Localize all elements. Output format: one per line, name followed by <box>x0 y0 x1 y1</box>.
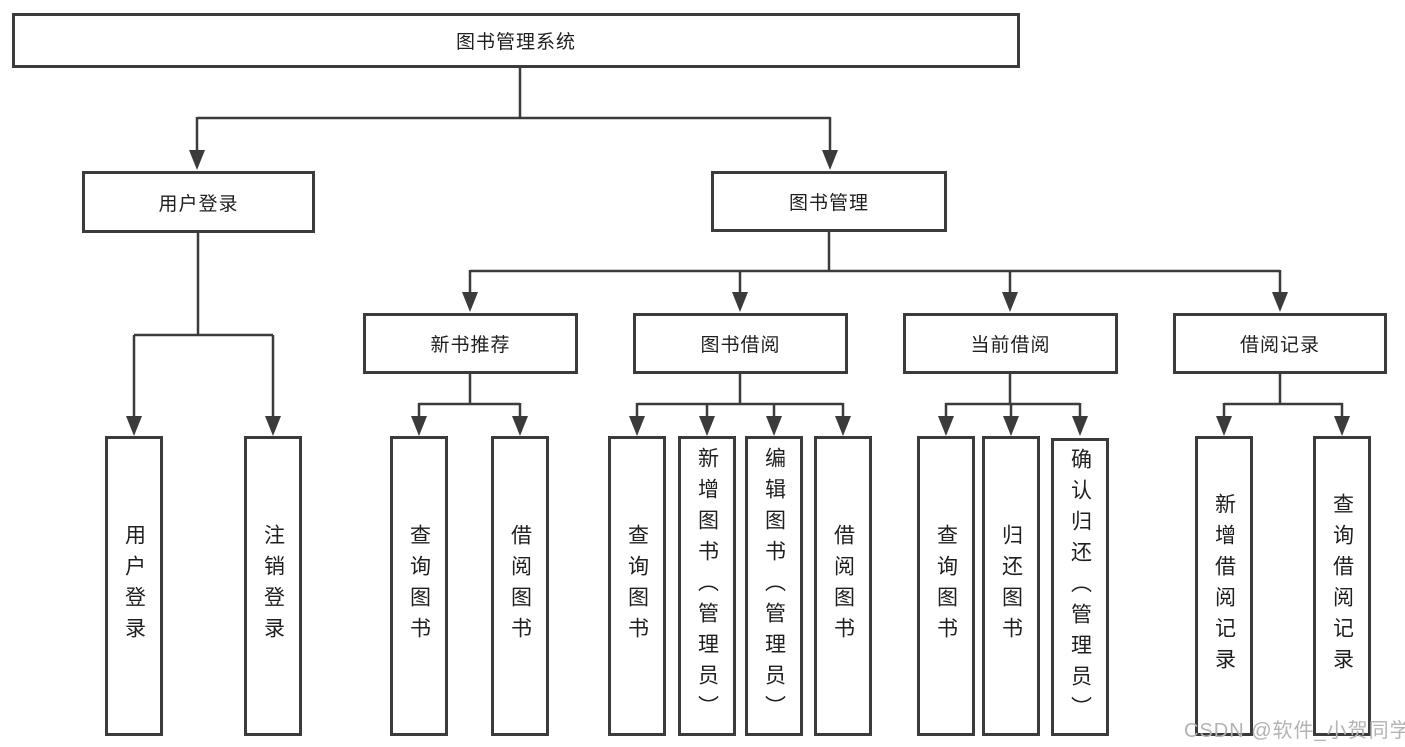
node-label: 编辑图书（管理员） <box>762 446 786 726</box>
leaf-edit-book-admin: 编辑图书（管理员） <box>745 436 803 736</box>
node-label: 新书推荐 <box>430 335 511 356</box>
node-book-management: 图书管理 <box>711 171 947 232</box>
node-label: 用户登录 <box>122 524 146 648</box>
leaf-add-borrow-record: 新增借阅记录 <box>1195 436 1253 736</box>
node-new-book-recommend: 新书推荐 <box>363 313 578 374</box>
node-label: 借阅图书 <box>508 524 532 648</box>
node-label: 查询借阅记录 <box>1330 493 1354 679</box>
leaf-confirm-return-admin: 确认归还（管理员） <box>1051 438 1109 736</box>
leaf-logout: 注销登录 <box>244 436 302 736</box>
node-label: 确认归还（管理员） <box>1068 447 1092 727</box>
node-label: 借阅图书 <box>831 524 855 648</box>
node-user-login: 用户登录 <box>82 171 315 233</box>
node-label: 图书借阅 <box>700 335 781 356</box>
node-current-borrowing: 当前借阅 <box>903 313 1118 374</box>
node-label: 注销登录 <box>261 524 285 648</box>
node-book-borrowing: 图书借阅 <box>633 313 848 374</box>
leaf-query-books-recommend: 查询图书 <box>390 436 448 736</box>
node-label: 图书管理 <box>788 193 869 214</box>
node-label: 查询图书 <box>407 524 431 648</box>
csdn-watermark: CSDN @软件_小贺同学 <box>1184 720 1405 742</box>
leaf-query-books-current: 查询图书 <box>917 436 975 736</box>
node-label: 查询图书 <box>934 524 958 648</box>
node-root-library-system: 图书管理系统 <box>12 13 1020 68</box>
arrowheads <box>126 150 1350 436</box>
leaf-query-borrow-record: 查询借阅记录 <box>1313 436 1371 736</box>
leaf-borrow-books-recommend: 借阅图书 <box>491 436 549 736</box>
node-label: 借阅记录 <box>1239 335 1320 356</box>
leaf-add-book-admin: 新增图书（管理员） <box>678 436 736 736</box>
leaf-return-book: 归还图书 <box>982 436 1040 736</box>
node-label: 图书管理系统 <box>455 32 576 53</box>
node-label: 当前借阅 <box>970 335 1051 356</box>
leaf-query-books-borrowing: 查询图书 <box>608 436 666 736</box>
node-label: 新增借阅记录 <box>1212 493 1236 679</box>
leaf-borrow-books: 借阅图书 <box>814 436 872 736</box>
node-label: 新增图书（管理员） <box>695 446 719 726</box>
leaf-user-login: 用户登录 <box>105 436 163 736</box>
node-label: 归还图书 <box>999 524 1023 648</box>
node-borrowing-records: 借阅记录 <box>1173 313 1387 374</box>
node-label: 查询图书 <box>625 524 649 648</box>
node-label: 用户登录 <box>158 193 239 215</box>
